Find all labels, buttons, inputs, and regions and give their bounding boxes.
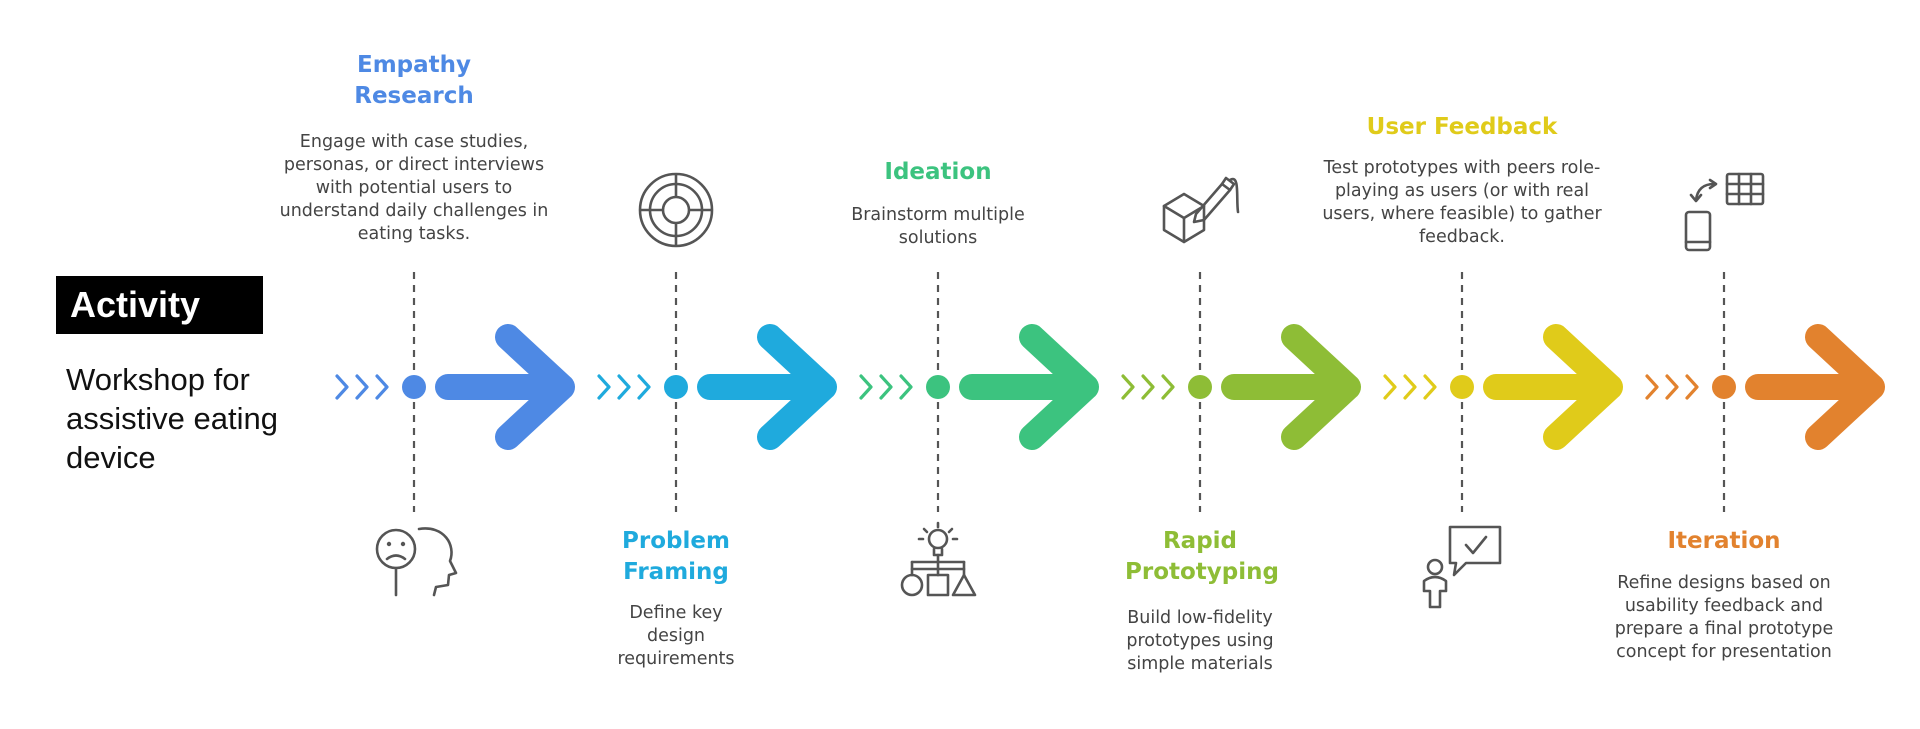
- stage-title: User Feedback: [1366, 114, 1558, 140]
- stage-description: Engage with case studies, personas, or d…: [279, 132, 549, 244]
- milestone-dot: [926, 375, 950, 399]
- person-chat-check-icon: [1422, 525, 1502, 609]
- stage-description: Define key design requirements: [617, 603, 735, 669]
- chevron-icon: [1423, 374, 1437, 400]
- flow-arrow-icon: [1745, 324, 1885, 450]
- milestone-dot: [664, 375, 688, 399]
- chevron-icon: [1141, 374, 1155, 400]
- chevron-icon: [617, 374, 631, 400]
- stage-description: Build low-fidelity prototypes using simp…: [1126, 608, 1274, 674]
- chevron-icon: [899, 374, 913, 400]
- stage-2: [597, 172, 837, 512]
- chevron-icon: [1685, 374, 1699, 400]
- chevron-icon: [1161, 374, 1175, 400]
- chevron-icon: [637, 374, 651, 400]
- chevron-icon: [375, 374, 389, 400]
- milestone-dot: [402, 375, 426, 399]
- stage-3: [859, 272, 1099, 597]
- stage-title: Iteration: [1667, 528, 1781, 554]
- flow-arrow-icon: [1483, 324, 1623, 450]
- chevron-icon: [859, 374, 873, 400]
- flow-arrow-icon: [959, 324, 1099, 450]
- stage-6: [1645, 172, 1885, 512]
- flow-arrow-icon: [697, 324, 837, 450]
- stage-4: [1121, 176, 1361, 512]
- chevron-icon: [1121, 374, 1135, 400]
- milestone-dot: [1712, 375, 1736, 399]
- activity-badge: Activity: [56, 276, 263, 334]
- workshop-subtitle: Workshop for assistive eating device: [66, 362, 278, 475]
- chevron-icon: [1383, 374, 1397, 400]
- flow-arrow-icon: [435, 324, 575, 450]
- chevron-icon: [597, 374, 611, 400]
- chevron-icon: [1665, 374, 1679, 400]
- target-icon: [638, 172, 714, 248]
- chevron-icon: [355, 374, 369, 400]
- stage-title: Empathy Research: [354, 52, 474, 109]
- stage-title: Problem Framing: [622, 528, 730, 585]
- lightbulb-shapes-icon: [900, 521, 977, 597]
- flow-arrow-icon: [1221, 324, 1361, 450]
- milestone-dot: [1450, 375, 1474, 399]
- sad-face-head-icon: [375, 527, 458, 597]
- stage-title: Rapid Prototyping: [1125, 528, 1279, 585]
- phone-table-sync-icon: [1684, 172, 1765, 252]
- stage-5: [1383, 272, 1623, 609]
- chevron-icon: [879, 374, 893, 400]
- stage-description: Brainstorm multiple solutions: [851, 205, 1025, 248]
- stage-description: Test prototypes with peers role-playing …: [1322, 158, 1602, 247]
- chevron-icon: [1403, 374, 1417, 400]
- chevron-icon: [1645, 374, 1659, 400]
- chevron-icon: [335, 374, 349, 400]
- stage-title: Ideation: [884, 159, 992, 185]
- milestone-dot: [1188, 375, 1212, 399]
- stage-description: Refine designs based on usability feedba…: [1614, 573, 1834, 662]
- box-pen-icon: [1162, 176, 1240, 244]
- stage-1: [335, 272, 575, 597]
